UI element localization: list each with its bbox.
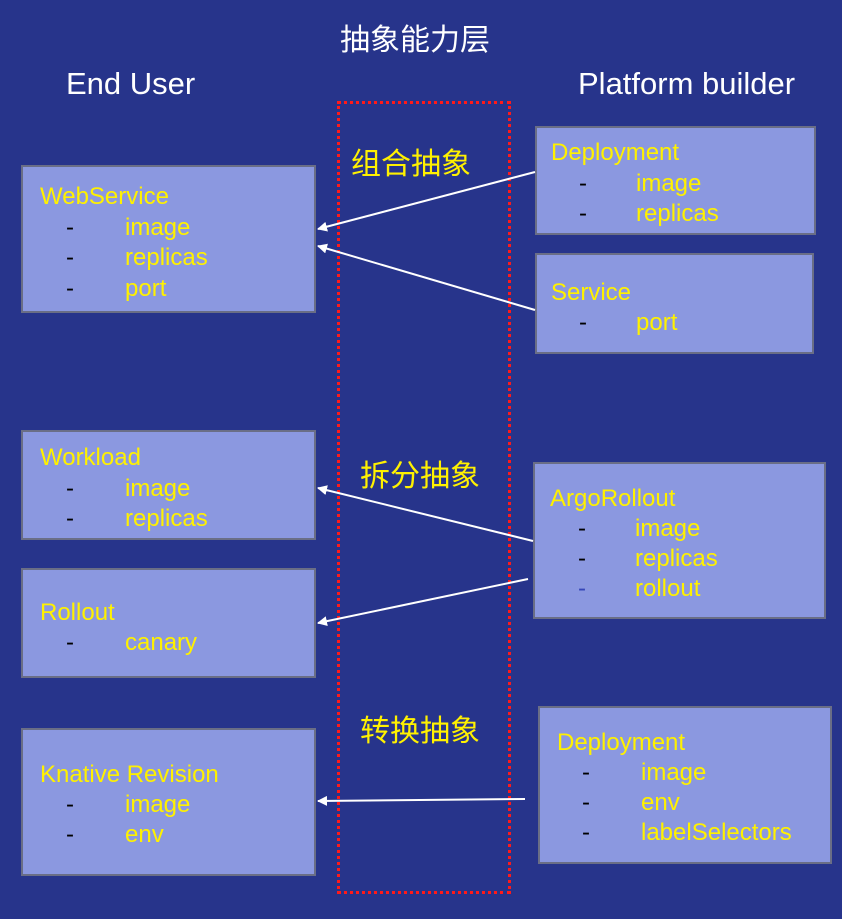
argorollout-box: ArgoRollout - image - replicas - rollout [533, 462, 826, 619]
deployment-box-top: Deployment - image - replicas [535, 126, 816, 235]
service-box: Service - port [535, 253, 814, 354]
abstraction-layer-region [337, 101, 511, 894]
arrow-service-to-webservice [317, 243, 536, 311]
label-conversion: 转换抽象 [360, 715, 480, 748]
field-row: - env [540, 791, 825, 821]
box-title: Rollout [40, 599, 115, 626]
field-row: - env [23, 823, 303, 853]
end-user-heading: End User [66, 66, 196, 101]
bullet-dash: - [66, 475, 74, 502]
field-row: - image [540, 761, 825, 791]
bullet-dash: - [579, 200, 587, 227]
field-label: replicas [636, 200, 719, 227]
deployment-box-bottom: Deployment - image - env - labelSelector… [538, 706, 832, 864]
box-title: Deployment [551, 139, 680, 166]
bullet-dash: - [578, 575, 586, 602]
bullet-dash: - [582, 819, 590, 846]
field-row: - image [537, 172, 807, 202]
bullet-dash: - [578, 515, 586, 542]
field-label: labelSelectors [641, 819, 792, 846]
knative-revision-box: Knative Revision - image - env [21, 728, 316, 876]
bullet-dash: - [66, 244, 74, 271]
box-title: ArgoRollout [550, 485, 676, 512]
field-label: image [635, 515, 701, 542]
field-label: image [125, 214, 191, 241]
field-row: - canary [23, 631, 303, 661]
box-title: Workload [40, 444, 141, 471]
field-row: - replicas [23, 507, 303, 537]
field-row: - replicas [23, 246, 303, 276]
bullet-dash: - [66, 275, 74, 302]
field-row: - image [23, 793, 303, 823]
field-label: replicas [125, 244, 208, 271]
arrow-argorollout-to-workload [317, 485, 534, 542]
field-label: replicas [125, 505, 208, 532]
field-row: - image [23, 216, 303, 246]
field-row: - image [535, 517, 815, 547]
field-row: - labelSelectors [540, 821, 825, 851]
field-label: image [125, 791, 191, 818]
bullet-dash: - [66, 629, 74, 656]
box-title: Knative Revision [40, 761, 219, 788]
bullet-dash: - [66, 214, 74, 241]
bullet-dash: - [579, 309, 587, 336]
webservice-box: WebService - image - replicas - port [21, 165, 316, 313]
field-label: port [125, 275, 167, 302]
field-label: rollout [635, 575, 701, 602]
field-label: image [641, 759, 707, 786]
workload-box: Workload - image - replicas [21, 430, 316, 540]
box-title: Deployment [557, 729, 686, 756]
bullet-dash: - [66, 505, 74, 532]
field-label: replicas [635, 545, 718, 572]
bullet-dash: - [582, 759, 590, 786]
field-label: canary [125, 629, 198, 656]
bullet-dash: - [578, 545, 586, 572]
box-title: Service [551, 279, 632, 306]
field-row: - replicas [537, 202, 807, 232]
field-label: port [636, 309, 678, 336]
bullet-dash: - [66, 791, 74, 818]
diagram-title: 抽象能力层 [340, 24, 490, 57]
field-label: image [636, 170, 702, 197]
field-label: env [641, 789, 680, 816]
bullet-dash: - [582, 789, 590, 816]
box-title: WebService [40, 183, 169, 210]
arrow-deployment-to-knative [317, 795, 526, 806]
field-row: - rollout [535, 577, 815, 607]
field-label: env [125, 821, 164, 848]
bullet-dash: - [66, 821, 74, 848]
arrow-deployment-to-webservice [317, 171, 536, 232]
arrow-argorollout-to-rollout [317, 578, 529, 627]
platform-builder-heading: Platform builder [578, 66, 796, 101]
bullet-dash: - [579, 170, 587, 197]
field-row: - port [23, 277, 303, 307]
rollout-box: Rollout - canary [21, 568, 316, 678]
field-row: - replicas [535, 547, 815, 577]
field-row: - port [537, 311, 807, 341]
field-label: image [125, 475, 191, 502]
label-composition: 组合抽象 [351, 148, 471, 181]
label-split: 拆分抽象 [360, 460, 480, 493]
field-row: - image [23, 477, 303, 507]
